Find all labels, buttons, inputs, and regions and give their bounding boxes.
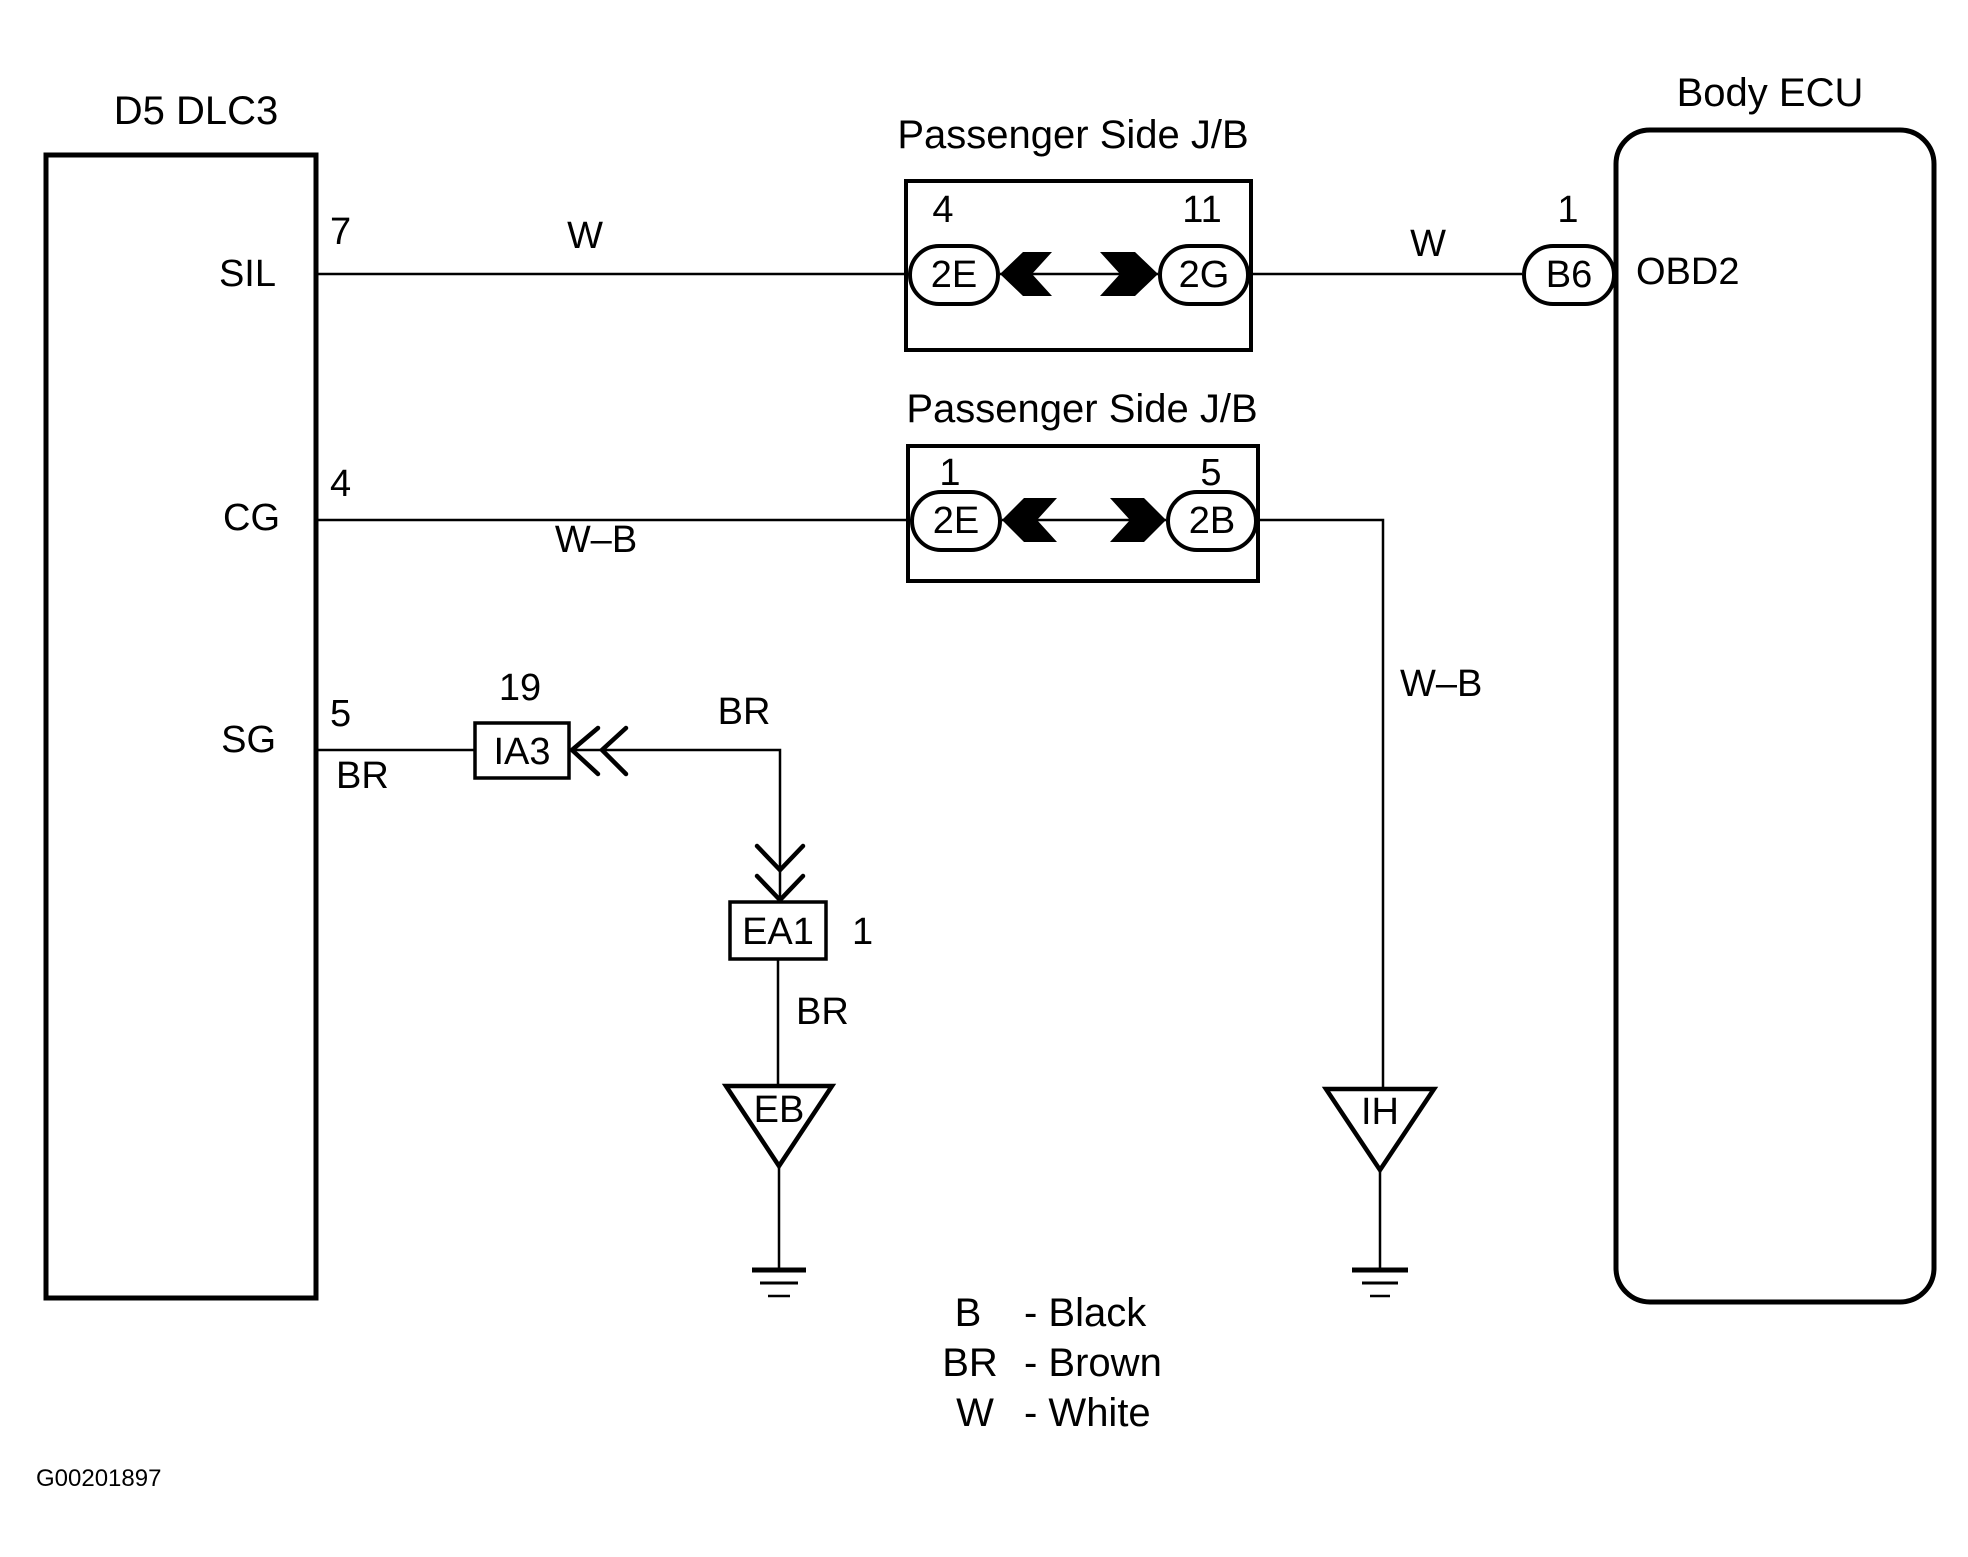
jb2-left-pin: 1 [939, 452, 960, 494]
jb2-title: Passenger Side J/B [906, 387, 1257, 431]
jb1-left-terminal-icon [1000, 252, 1052, 296]
body-ecu-component: Body ECU 1 B6 OBD2 [1522, 71, 1937, 1305]
ea1-terminal-icon-2 [754, 873, 806, 904]
wire-label-sg: BR [336, 755, 389, 797]
color-legend: B - Black BR - Brown W - White [942, 1291, 1162, 1435]
jb1-left-pin: 4 [932, 189, 953, 231]
legend-code: BR [942, 1341, 998, 1385]
ea1-pin: 1 [852, 911, 873, 953]
pin-number-sil: 7 [330, 211, 351, 253]
legend-code: W [956, 1391, 994, 1435]
jb2-box [906, 444, 1260, 583]
body-ecu-connector [1522, 244, 1616, 306]
body-ecu-pin: 1 [1557, 189, 1578, 231]
jb2-right-pin: 5 [1200, 452, 1221, 494]
ground-ih: IH [1321, 1086, 1439, 1298]
ground-ih-code: IH [1361, 1091, 1399, 1133]
junction-block-1: Passenger Side J/B 4 11 2E 2G [897, 113, 1253, 352]
wire-label-sil: W [567, 215, 603, 257]
jb1-right-terminal-icon [1100, 252, 1158, 296]
ea1-connector: EA1 1 [728, 843, 873, 961]
wire-label-jb-to-ground-ih: W–B [1400, 663, 1482, 705]
body-ecu-terminal: OBD2 [1636, 251, 1739, 293]
jb2-left-terminal-icon [1002, 498, 1057, 542]
jb1-right-connector [1158, 244, 1250, 306]
legend-code: B [955, 1291, 982, 1335]
wire-label-ia3-to-ea1: BR [718, 691, 771, 733]
wire-ia3-to-ea1 [572, 748, 782, 902]
jb2-left-code: 2E [933, 500, 979, 542]
jb2-right-connector [1166, 490, 1258, 552]
dlc3-title: D5 DLC3 [114, 89, 279, 133]
body-ecu-body [1613, 127, 1937, 1305]
ea1-code: EA1 [742, 911, 814, 953]
wire-label-ea1-to-ground-eb: BR [796, 991, 849, 1033]
jb1-title: Passenger Side J/B [897, 113, 1248, 157]
legend-color: - White [1024, 1391, 1151, 1435]
body-ecu-title: Body ECU [1677, 71, 1864, 115]
legend-color: - Brown [1024, 1341, 1162, 1385]
jb1-box [904, 179, 1253, 352]
ia3-pin: 19 [499, 667, 541, 709]
ia3-code: IA3 [493, 731, 550, 773]
ground-eb-point-icon [721, 1083, 837, 1171]
pin-label-cg: CG [223, 497, 280, 539]
ground-eb: EB [721, 1083, 837, 1298]
ea1-terminal-icon [754, 843, 806, 874]
jb2-right-terminal-icon [1110, 498, 1166, 542]
body-ecu-connector-code: B6 [1546, 254, 1592, 296]
jb2-right-code: 2B [1189, 500, 1235, 542]
junction-block-2: Passenger Side J/B 1 5 2E 2B [906, 387, 1260, 583]
jb1-right-code: 2G [1179, 254, 1230, 296]
pin-label-sil: SIL [219, 253, 276, 295]
jb1-right-pin: 11 [1182, 189, 1221, 231]
pin-label-sg: SG [221, 719, 276, 761]
dlc3-component: D5 DLC3 SIL 7 CG 4 SG 5 [43, 89, 351, 1301]
ea1-box [728, 900, 828, 961]
ground-eb-code: EB [754, 1089, 805, 1131]
pin-number-sg: 5 [330, 693, 351, 735]
jb1-left-connector [908, 244, 1000, 306]
pin-number-cg: 4 [330, 463, 351, 505]
figure-id: G00201897 [36, 1465, 161, 1492]
jb2-left-connector [910, 490, 1002, 552]
ia3-connector: 19 IA3 [473, 667, 629, 780]
ground-ih-point-icon [1321, 1086, 1439, 1175]
dlc3-body [43, 152, 319, 1301]
wire-label-cg: W–B [555, 519, 637, 561]
jb1-left-code: 2E [931, 254, 977, 296]
wire-label-jb-to-ecu: W [1410, 223, 1446, 265]
legend-color: - Black [1024, 1291, 1147, 1335]
ia3-box [473, 721, 571, 780]
wire-jb-to-ground-ih [1258, 518, 1385, 1090]
